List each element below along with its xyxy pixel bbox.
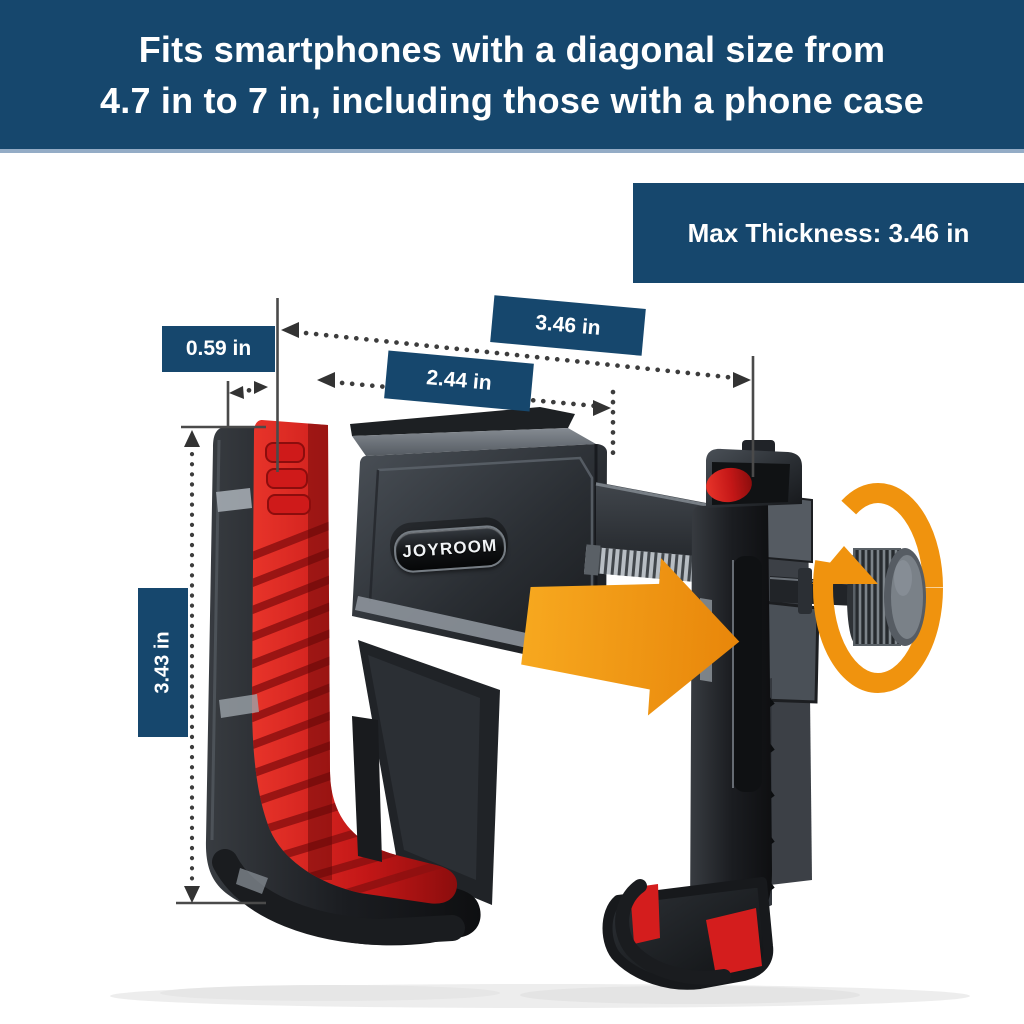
banner-line-2: 4.7 in to 7 in, including those with a p… [100,79,924,121]
brand-badge: JOYROOM [392,524,508,574]
rotate-circular-arrow-icon [813,483,943,693]
ground-shadow [110,984,970,1008]
header-banner: Fits smartphones with a diagonal size fr… [0,0,1024,153]
brand-name: JOYROOM [401,535,499,562]
extend-arrow-icon [521,557,740,716]
max-thickness-callout: Max Thickness: 3.46 in [633,183,1024,283]
dimension-label-height: 3.43 in [138,588,188,737]
phone-clamp-product [205,407,943,990]
banner-line-1: Fits smartphones with a diagonal size fr… [138,28,886,70]
dimension-label-clamp-depth: 0.59 in [162,326,275,372]
max-thickness-text: Max Thickness: 3.46 in [687,217,970,248]
